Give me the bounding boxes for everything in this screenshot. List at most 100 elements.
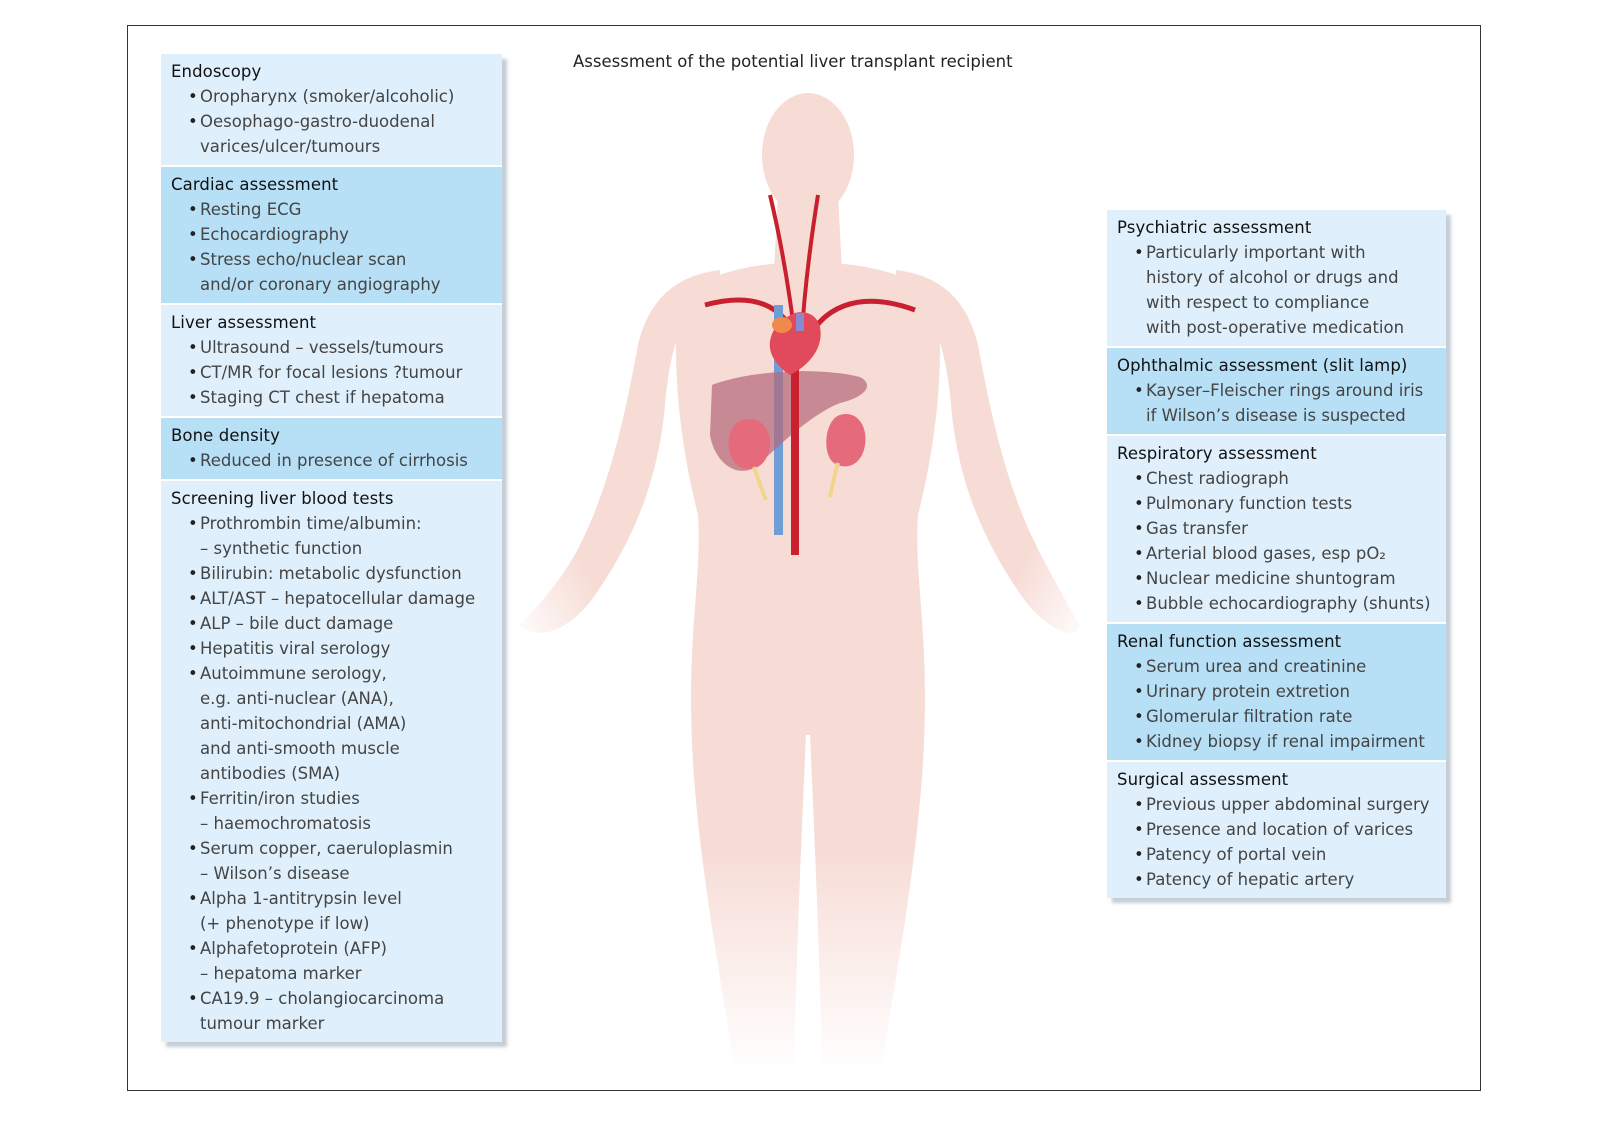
list-item-line: Echocardiography bbox=[200, 225, 349, 244]
right-ureter bbox=[752, 466, 768, 501]
right-kidney bbox=[728, 419, 771, 469]
list-item-line: with respect to compliance bbox=[1146, 293, 1370, 312]
section-title: Ophthalmic assessment (slit lamp) bbox=[1117, 356, 1408, 375]
list-item-line: e.g. anti-nuclear (ANA), bbox=[200, 689, 394, 708]
list-item: ALP – bile duct damage bbox=[171, 611, 494, 636]
list-item-line: Oesophago-gastro-duodenal bbox=[200, 112, 435, 131]
section-title: Screening liver blood tests bbox=[171, 489, 394, 508]
section-right_sections-4: Surgical assessmentPrevious upper abdomi… bbox=[1107, 762, 1446, 898]
section-items: Ultrasound – vessels/tumoursCT/MR for fo… bbox=[171, 335, 494, 410]
list-item-line: Oropharynx (smoker/alcoholic) bbox=[200, 87, 455, 106]
section-title: Psychiatric assessment bbox=[1117, 218, 1312, 237]
list-item: Serum copper, caeruloplasmin – Wilson’s d… bbox=[171, 836, 494, 886]
list-item-line: Patency of hepatic artery bbox=[1146, 870, 1355, 889]
list-item-line: varices/ulcer/tumours bbox=[200, 137, 381, 156]
list-item: Alphafetoprotein (AFP) – hepatoma marker bbox=[171, 936, 494, 986]
list-item-line: Serum copper, caeruloplasmin bbox=[200, 839, 453, 858]
list-item-line: – synthetic function bbox=[200, 539, 363, 558]
heart-atrium bbox=[772, 317, 792, 333]
list-item-line: anti-mitochondrial (AMA) bbox=[200, 714, 407, 733]
section-left_sections-1: Cardiac assessmentResting ECG Echocardiog… bbox=[161, 167, 502, 305]
list-item-line: Ferritin/iron studies bbox=[200, 789, 360, 808]
section-items: Reduced in presence of cirrhosis bbox=[171, 448, 494, 473]
section-items: Prothrombin time/albumin: – synthetic fun… bbox=[171, 511, 494, 1036]
section-title: Cardiac assessment bbox=[171, 175, 339, 194]
left-assessment-panel: EndoscopyOropharynx (smoker/alcoholic) Oe… bbox=[161, 54, 502, 1042]
list-item-line: Presence and location of varices bbox=[1146, 820, 1414, 839]
section-left_sections-3: Bone densityReduced in presence of cirrh… bbox=[161, 418, 502, 481]
section-right_sections-2: Respiratory assessmentChest radiographPu… bbox=[1107, 436, 1446, 624]
section-title: Endoscopy bbox=[171, 62, 262, 81]
list-item: Hepatitis viral serology bbox=[171, 636, 494, 661]
list-item-line: Hepatitis viral serology bbox=[200, 639, 391, 658]
list-item-line: – hepatoma marker bbox=[200, 964, 362, 983]
list-item-line: Particularly important with bbox=[1146, 243, 1366, 262]
list-item-line: Chest radiograph bbox=[1146, 469, 1289, 488]
section-items: Serum urea and creatinineUrinary protein… bbox=[1117, 654, 1438, 754]
list-item-line: Prothrombin time/albumin: bbox=[200, 514, 422, 533]
list-item-line: Arterial blood gases, esp pO₂ bbox=[1146, 544, 1386, 563]
list-item: Pulmonary function tests bbox=[1117, 491, 1438, 516]
section-title: Liver assessment bbox=[171, 313, 317, 332]
body-illustration bbox=[520, 93, 1080, 1075]
list-item: Gas transfer bbox=[1117, 516, 1438, 541]
list-item-line: Alpha 1-antitrypsin level bbox=[200, 889, 402, 908]
list-item: Alpha 1-antitrypsin level (+ phenotype if… bbox=[171, 886, 494, 936]
section-left_sections-2: Liver assessmentUltrasound – vessels/tum… bbox=[161, 305, 502, 418]
figure-frame bbox=[127, 25, 1481, 1091]
list-item-line: if Wilson’s disease is suspected bbox=[1146, 406, 1406, 425]
list-item: Chest radiograph bbox=[1117, 466, 1438, 491]
list-item: Bilirubin: metabolic dysfunction bbox=[171, 561, 494, 586]
list-item: Arterial blood gases, esp pO₂ bbox=[1117, 541, 1438, 566]
list-item: Patency of hepatic artery bbox=[1117, 867, 1438, 892]
list-item: Echocardiography bbox=[171, 222, 494, 247]
section-title: Renal function assessment bbox=[1117, 632, 1342, 651]
list-item-line: with post-operative medication bbox=[1146, 318, 1405, 337]
section-right_sections-3: Renal function assessmentSerum urea and … bbox=[1107, 624, 1446, 762]
section-items: Particularly important with history of al… bbox=[1117, 240, 1438, 340]
section-left_sections-4: Screening liver blood testsProthrombin t… bbox=[161, 481, 502, 1042]
list-item-line: Gas transfer bbox=[1146, 519, 1248, 538]
list-item-line: Staging CT chest if hepatoma bbox=[200, 388, 445, 407]
list-item-line: – Wilson’s disease bbox=[200, 864, 350, 883]
list-item-line: ALT/AST – hepatocellular damage bbox=[200, 589, 476, 608]
list-item: Reduced in presence of cirrhosis bbox=[171, 448, 494, 473]
section-items: Resting ECGEchocardiographyStress echo/n… bbox=[171, 197, 494, 297]
list-item: CT/MR for focal lesions ?tumour bbox=[171, 360, 494, 385]
list-item-line: Kidney biopsy if renal impairment bbox=[1146, 732, 1425, 751]
list-item: Kidney biopsy if renal impairment bbox=[1117, 729, 1438, 754]
list-item: Patency of portal vein bbox=[1117, 842, 1438, 867]
right-assessment-panel: Psychiatric assessmentParticularly impor… bbox=[1107, 210, 1446, 898]
list-item-line: Nuclear medicine shuntogram bbox=[1146, 569, 1396, 588]
list-item-line: Resting ECG bbox=[200, 200, 302, 219]
pulmonary-trunk bbox=[796, 313, 804, 331]
neck-shape bbox=[774, 195, 842, 270]
section-title: Surgical assessment bbox=[1117, 770, 1289, 789]
list-item-line: Urinary protein extretion bbox=[1146, 682, 1350, 701]
list-item: Previous upper abdominal surgery bbox=[1117, 792, 1438, 817]
list-item: Particularly important with history of al… bbox=[1117, 240, 1438, 340]
section-right_sections-1: Ophthalmic assessment (slit lamp) Kayser–… bbox=[1107, 348, 1446, 436]
list-item-line: history of alcohol or drugs and bbox=[1146, 268, 1399, 287]
list-item: Serum urea and creatinine bbox=[1117, 654, 1438, 679]
list-item-line: Previous upper abdominal surgery bbox=[1146, 795, 1430, 814]
list-item: Nuclear medicine shuntogram bbox=[1117, 566, 1438, 591]
list-item-line: ALP – bile duct damage bbox=[200, 614, 394, 633]
list-item: Bubble echocardiography (shunts) bbox=[1117, 591, 1438, 616]
list-item: Glomerular filtration rate bbox=[1117, 704, 1438, 729]
list-item: Presence and location of varices bbox=[1117, 817, 1438, 842]
list-item-line: Autoimmune serology, bbox=[200, 664, 387, 683]
list-item-line: Glomerular filtration rate bbox=[1146, 707, 1353, 726]
list-item: Staging CT chest if hepatoma bbox=[171, 385, 494, 410]
section-title: Respiratory assessment bbox=[1117, 444, 1317, 463]
list-item-line: and/or coronary angiography bbox=[200, 275, 441, 294]
list-item-line: Alphafetoprotein (AFP) bbox=[200, 939, 387, 958]
left-kidney bbox=[826, 414, 866, 467]
list-item-line: (+ phenotype if low) bbox=[200, 914, 370, 933]
section-items: Previous upper abdominal surgeryPresence… bbox=[1117, 792, 1438, 892]
list-item: Ultrasound – vessels/tumours bbox=[171, 335, 494, 360]
list-item-line: Ultrasound – vessels/tumours bbox=[200, 338, 444, 357]
